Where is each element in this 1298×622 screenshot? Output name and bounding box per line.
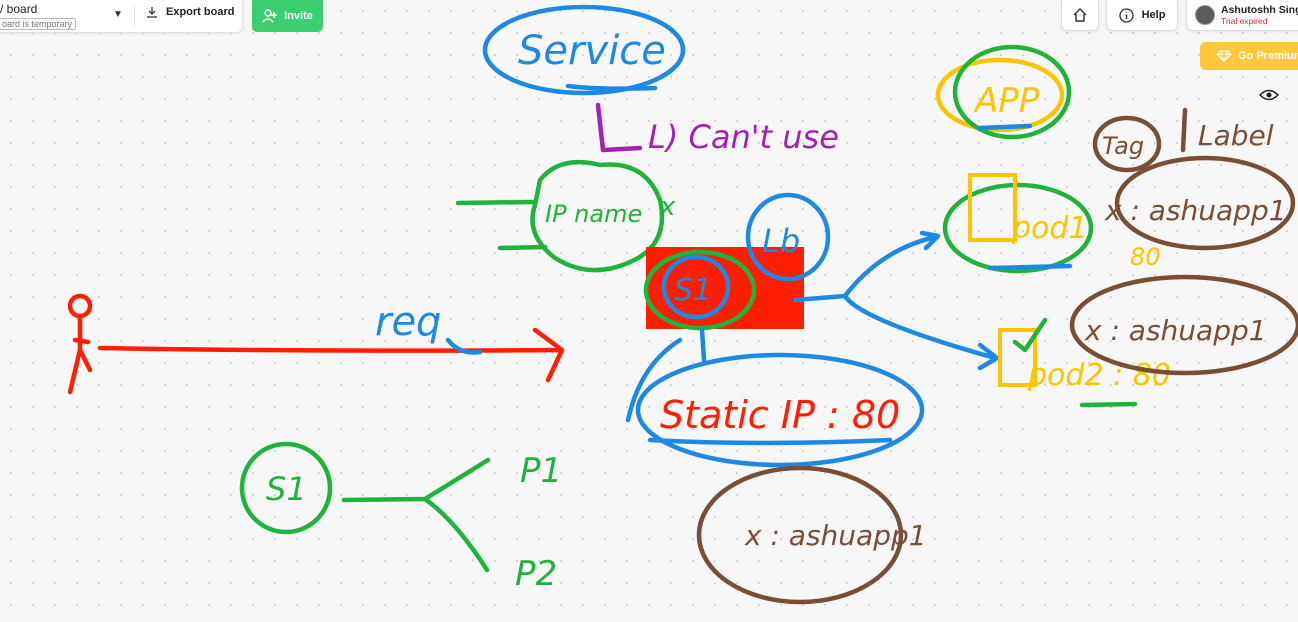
arrow-to-pod2: [842, 293, 1000, 371]
app-text: APP: [973, 81, 1040, 121]
pod2-check: [1012, 317, 1048, 353]
app-ellipse-green: [952, 44, 1072, 140]
home-icon: [1073, 8, 1087, 22]
person-head: [67, 293, 93, 319]
static-ip-ellipse: [635, 352, 925, 468]
diamond-icon: [1216, 50, 1232, 62]
tag-ellipse: [1092, 115, 1162, 173]
eye-icon[interactable]: [1258, 88, 1280, 107]
export-board-button[interactable]: Export board: [146, 6, 234, 18]
app-ellipse-yellow: [935, 57, 1065, 133]
caret-down-icon[interactable]: ▼: [113, 9, 123, 20]
invite-label: Invite: [284, 10, 313, 22]
pod1-text: pod1: [1011, 211, 1088, 246]
invite-button[interactable]: Invite: [252, 0, 323, 32]
avatar: [1195, 5, 1215, 25]
cant-use-text: L) Can't use: [648, 118, 839, 156]
static-ip-underline: [647, 437, 893, 446]
pod1-underline: [987, 263, 1073, 271]
trial-status: Trial expired: [1221, 16, 1268, 26]
p2-text: P2: [515, 554, 557, 594]
s1-ring-blue: [661, 254, 731, 320]
req-tail: [445, 337, 483, 355]
add-user-icon: [262, 9, 278, 23]
pod2-underline: [1079, 401, 1138, 408]
service-box: [646, 247, 804, 329]
pod1-ellipse: [942, 182, 1094, 274]
help-button[interactable]: Help: [1106, 0, 1178, 31]
s1-small-circle: [239, 441, 333, 535]
p1-text: P1: [520, 451, 562, 491]
x-text: x: [659, 192, 676, 222]
label-text: Label: [1198, 119, 1274, 152]
user-name: Ashutoshh Singh: [1221, 4, 1298, 16]
req-text: req: [375, 299, 441, 345]
port80-text: 80: [1130, 243, 1161, 271]
board-toolbar: / board oard is temporary ▼ Export board: [0, 0, 243, 33]
ip-name-cloud: [530, 159, 665, 273]
s1-text: S1: [674, 273, 712, 308]
help-label: Help: [1141, 9, 1166, 21]
service-ellipse: [482, 4, 686, 96]
go-premium-button[interactable]: Go Premium: [1200, 42, 1298, 70]
lb-circle: [745, 192, 831, 282]
pod2-text: pod2 : 80: [1027, 358, 1171, 393]
ashuapp-top-text: x : ashuapp1: [1104, 194, 1287, 227]
pod2-box: [998, 328, 1037, 387]
info-icon: [1118, 7, 1134, 23]
ashuapp-bottom-ellipse: [696, 465, 904, 605]
service-underline: [565, 83, 658, 91]
ashuapp-mid-text: x : ashuapp1: [1084, 314, 1267, 347]
lb-text: Lb: [762, 222, 800, 260]
toolbar-divider: [134, 6, 135, 26]
home-button[interactable]: [1061, 0, 1099, 31]
ashuapp-bottom-text: x : ashuapp1: [744, 519, 927, 552]
board-name[interactable]: / board: [0, 2, 38, 16]
ip-name-text: IP name: [545, 200, 642, 228]
ashuapp-mid-ellipse: [1069, 274, 1298, 376]
s1-small-text: S1: [266, 470, 307, 508]
cant-use-arrow: [595, 102, 643, 153]
request-arrow: [97, 327, 565, 383]
s1-ring-green: [643, 249, 757, 331]
s1-branch: [341, 457, 491, 573]
export-board-label: Export board: [166, 6, 235, 18]
app-underline: [977, 123, 1033, 131]
pod1-box: [968, 173, 1017, 242]
download-icon: [147, 7, 157, 18]
go-premium-label: Go Premium: [1238, 50, 1298, 62]
ip-line-top: [455, 199, 535, 206]
service-text: Service: [518, 28, 666, 74]
tag-label-divider: [1180, 107, 1188, 153]
user-menu[interactable]: Ashutoshh Singh Trial expired: [1186, 0, 1298, 31]
ashuapp-top-ellipse: [1114, 155, 1296, 251]
arrow-to-static: [625, 327, 707, 423]
static-ip-text: Static IP : 80: [660, 393, 900, 437]
tag-text: Tag: [1102, 132, 1144, 160]
arrow-to-pod1: [792, 230, 941, 303]
person-body: [67, 313, 93, 395]
ip-line-bottom: [497, 244, 548, 251]
board-temporary-badge: oard is temporary: [0, 18, 77, 30]
